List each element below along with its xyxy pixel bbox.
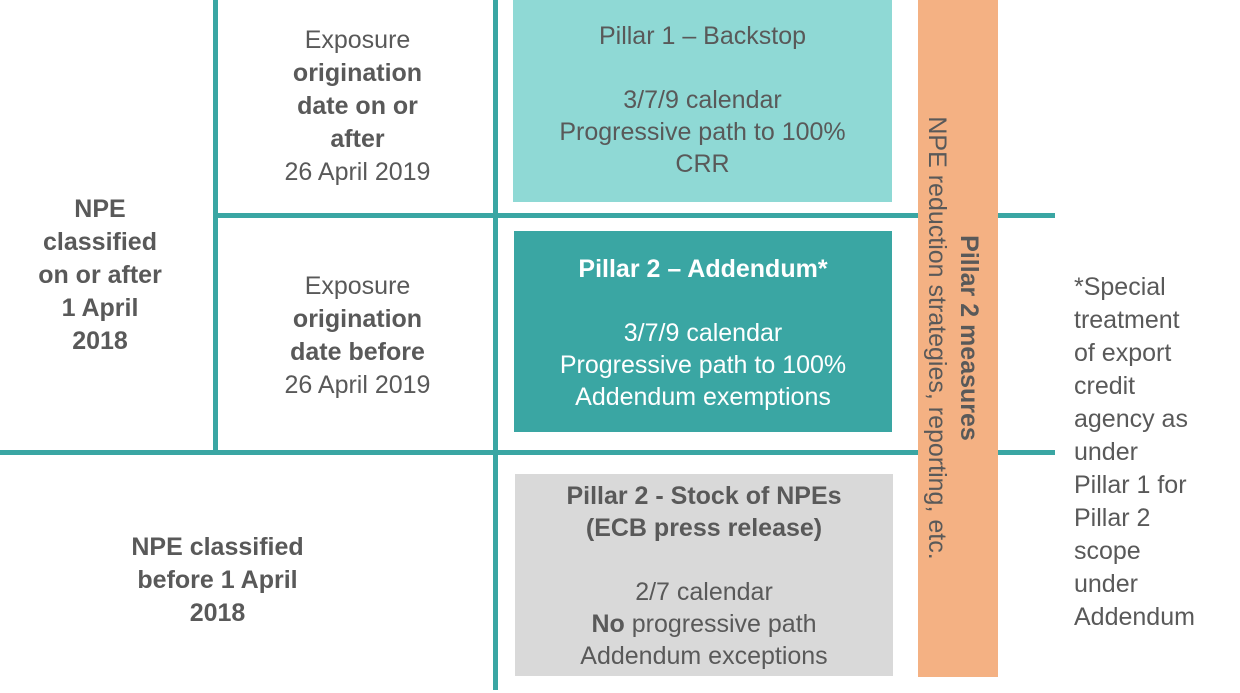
origination-before-date: 26 April 2019 (284, 370, 431, 399)
npe-after-line-1: NPE (74, 194, 126, 223)
addendum-line-2: Progressive path to 100% (559, 351, 847, 379)
special-treatment-note: *Special treatment of export credit agen… (1074, 271, 1239, 634)
npe-classified-before-label: NPE classified before 1 April 2018 (95, 530, 340, 630)
npe-before-line-1: NPE classified (131, 532, 304, 561)
stock-line-2-rest: progressive path (624, 610, 817, 638)
npe-before-line-2: before 1 April (137, 565, 298, 594)
note-line-2: treatment (1074, 306, 1180, 334)
backstop-line-2: Progressive path to 100% (559, 118, 846, 146)
npe-classified-after-label: NPE classified on or after 1 April 2018 (0, 190, 200, 360)
addendum-title: Pillar 2 – Addendum* (578, 255, 828, 283)
note-line-9: scope (1074, 537, 1141, 565)
npe-after-line-4: 1 April (61, 293, 139, 322)
origination-after-line-3: date on or (297, 91, 418, 120)
note-line-10: under (1074, 570, 1138, 598)
note-line-3: of export (1074, 339, 1172, 367)
note-line-11: Addendum (1074, 603, 1195, 631)
vertical-divider-left (213, 0, 218, 452)
stock-line-1: 2/7 calendar (635, 578, 773, 606)
pillar2-measures-bar (918, 0, 998, 677)
note-line-7: Pillar 1 for (1074, 471, 1187, 499)
horizontal-divider-upper (213, 213, 1055, 218)
addendum-line-3: Addendum exemptions (575, 383, 831, 411)
npe-before-line-3: 2018 (189, 598, 246, 627)
pillar2-measures-subtitle: NPE reduction strategies, reporting, etc… (923, 116, 951, 560)
stock-title-1: Pillar 2 - Stock of NPEs (566, 482, 842, 510)
note-line-1: *Special (1074, 273, 1166, 301)
origination-before-label: Exposure origination date before 26 Apri… (225, 268, 490, 403)
npe-after-line-3: on or after (38, 260, 162, 289)
origination-before-line-1: Exposure (304, 271, 411, 300)
note-line-5: agency as (1074, 405, 1188, 433)
origination-after-date: 26 April 2019 (284, 157, 431, 186)
vertical-divider-middle (493, 0, 498, 690)
backstop-line-1: 3/7/9 calendar (623, 86, 782, 114)
addendum-line-1: 3/7/9 calendar (623, 319, 783, 347)
note-line-4: credit (1074, 372, 1136, 400)
backstop-line-3: CRR (675, 150, 730, 178)
stock-no-bold: No (591, 610, 625, 638)
npe-after-line-2: classified (43, 227, 157, 256)
origination-before-line-2: origination (292, 304, 423, 333)
note-line-6: under (1074, 438, 1138, 466)
backstop-title: Pillar 1 – Backstop (598, 22, 807, 50)
pillar2-addendum-box: Pillar 2 – Addendum* 3/7/9 calendar Prog… (514, 231, 892, 432)
horizontal-divider-lower (0, 450, 1055, 455)
npe-after-line-5: 2018 (72, 326, 128, 355)
stock-line-3: Addendum exceptions (580, 642, 828, 670)
origination-after-line-1: Exposure (304, 25, 411, 54)
pillar1-backstop-box: Pillar 1 – Backstop 3/7/9 calendar Progr… (513, 0, 892, 202)
origination-after-line-4: after (330, 124, 385, 153)
origination-after-line-2: origination (292, 58, 423, 87)
stock-title-2: (ECB press release) (585, 514, 823, 542)
stock-line-2: No progressive path (591, 608, 816, 640)
pillar2-measures-title: Pillar 2 measures (955, 235, 983, 441)
origination-before-line-3: date before (290, 337, 425, 366)
pillar2-stock-box: Pillar 2 - Stock of NPEs (ECB press rele… (515, 474, 893, 676)
origination-after-label: Exposure origination date on or after 26… (225, 22, 490, 190)
note-line-8: Pillar 2 (1074, 504, 1151, 532)
